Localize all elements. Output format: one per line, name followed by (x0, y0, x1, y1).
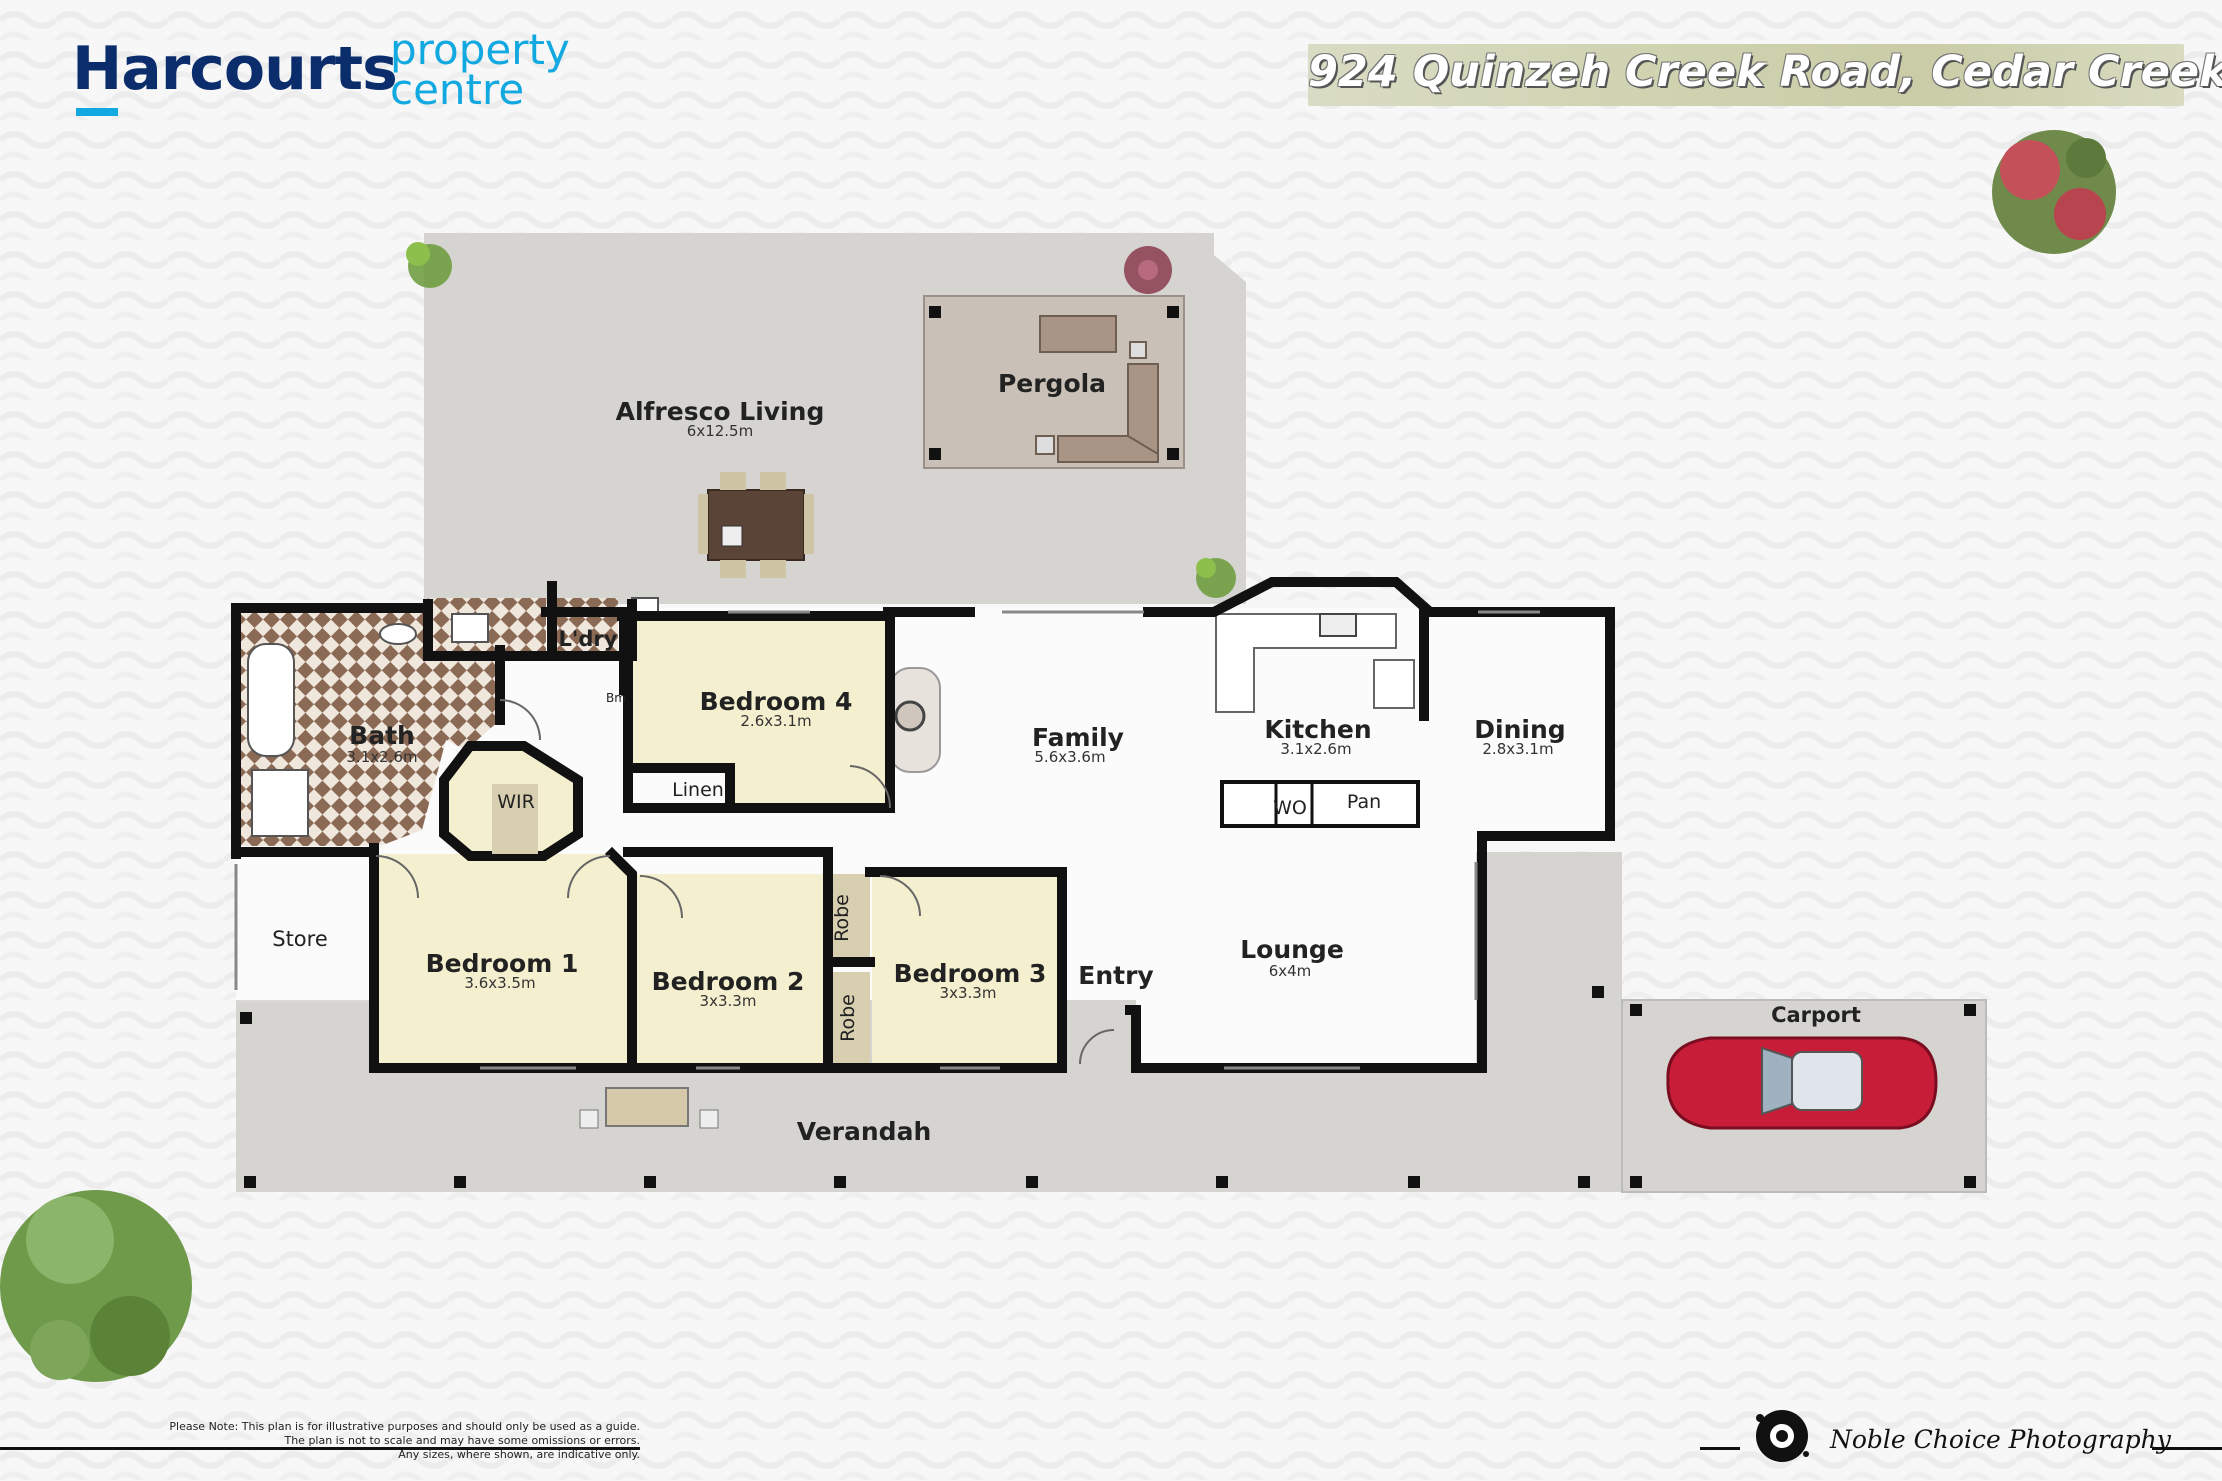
dining-label: Dining (1474, 715, 1565, 744)
carport-label: Carport (1771, 1003, 1861, 1027)
bm-label: Bm (606, 691, 626, 705)
brand-sub-line2: centre (390, 65, 525, 114)
dining-dim: 2.8x3.1m (1482, 740, 1553, 758)
footer-rule-mid (1700, 1447, 1740, 1450)
brand-underline (76, 108, 118, 116)
bedroom1-floor (376, 854, 630, 1066)
bedroom4-label: Bedroom 4 (700, 687, 853, 716)
palm-plant-icon (406, 242, 1236, 598)
brand-name: Harcourts (72, 34, 398, 104)
alfresco-dim: 6x12.5m (687, 422, 753, 440)
pergola-label: Pergola (998, 369, 1106, 398)
wir-label: WIR (497, 791, 535, 813)
robe-upper-label: Robe (831, 894, 853, 942)
verandah-posts (240, 986, 1976, 1188)
bath-dim: 3.1x2.6m (346, 748, 417, 766)
shower (251, 769, 309, 837)
kitchen-pantry-unit (1220, 780, 1420, 828)
car-illustration (1666, 1036, 1938, 1130)
bedroom3-label: Bedroom 3 (894, 959, 1047, 988)
bedroom2-dim: 3x3.3m (700, 992, 757, 1010)
tree-bottom-left-icon (0, 1190, 192, 1382)
verandah-label: Verandah (797, 1117, 932, 1146)
address-text: 924 Quinzeh Creek Road, Cedar Creek (1308, 47, 2222, 97)
bath-label: Bath (349, 721, 415, 750)
brand-sub: property centre (390, 25, 570, 114)
brand-sub-line1: property (390, 25, 570, 74)
disclaimer-line: Any sizes, where shown, are indicative o… (398, 1448, 640, 1461)
laundry-label: L'dry (559, 627, 618, 651)
door-swings (375, 699, 1115, 1065)
store-label: Store (272, 927, 328, 951)
address-banner: 924 Quinzeh Creek Road, Cedar Creek (1308, 44, 2222, 106)
bedroom2-label: Bedroom 2 (652, 967, 805, 996)
cooktop (1373, 659, 1415, 709)
pan-label: Pan (1347, 791, 1381, 813)
lounge-dim: 6x4m (1269, 962, 1312, 980)
bathtub (247, 643, 295, 757)
bedroom1-dim: 3.6x3.5m (464, 974, 535, 992)
bedroom4-dim: 2.6x3.1m (740, 712, 811, 730)
wo-label: WO (1273, 797, 1307, 819)
windows (234, 610, 1540, 1070)
kitchen-label: Kitchen (1264, 715, 1371, 744)
outdoor-sofa (1035, 315, 1159, 463)
disclaimer-line: The plan is not to scale and may have so… (284, 1434, 640, 1447)
outdoor-dining-set (698, 472, 814, 578)
entry-label: Entry (1078, 961, 1153, 990)
kitchen-bench (1215, 613, 1397, 713)
toilet (451, 613, 489, 643)
robe-lower (828, 972, 870, 1064)
bedroom3-dim: 3x3.3m (940, 984, 997, 1002)
photographer-credit: Noble Choice Photography (1830, 1425, 2171, 1454)
verandah-sofa (579, 1087, 719, 1129)
footer-rule-right (2152, 1447, 2222, 1450)
bedroom1-label: Bedroom 1 (426, 949, 579, 978)
tree-top-right-icon (1992, 130, 2116, 254)
family-dim: 5.6x3.6m (1034, 748, 1105, 766)
flower-plant-icon (1124, 246, 1172, 294)
kitchen-dim: 3.1x2.6m (1280, 740, 1351, 758)
bedroom2-floor (632, 874, 828, 1066)
robe-upper (828, 874, 870, 960)
photographer-logo-icon (1756, 1410, 1809, 1462)
family-label: Family (1032, 723, 1124, 752)
robe-lower-label: Robe (837, 994, 859, 1042)
sink (1319, 613, 1357, 637)
linen-label: Linen (672, 779, 724, 801)
disclaimer: Please Note: This plan is for illustrati… (140, 1420, 640, 1462)
lounge-label: Lounge (1240, 935, 1344, 964)
alfresco-label: Alfresco Living (616, 397, 825, 426)
footer-rule-left (0, 1447, 640, 1450)
bedroom3-floor (872, 876, 1062, 1064)
disclaimer-line: Please Note: This plan is for illustrati… (169, 1420, 640, 1433)
